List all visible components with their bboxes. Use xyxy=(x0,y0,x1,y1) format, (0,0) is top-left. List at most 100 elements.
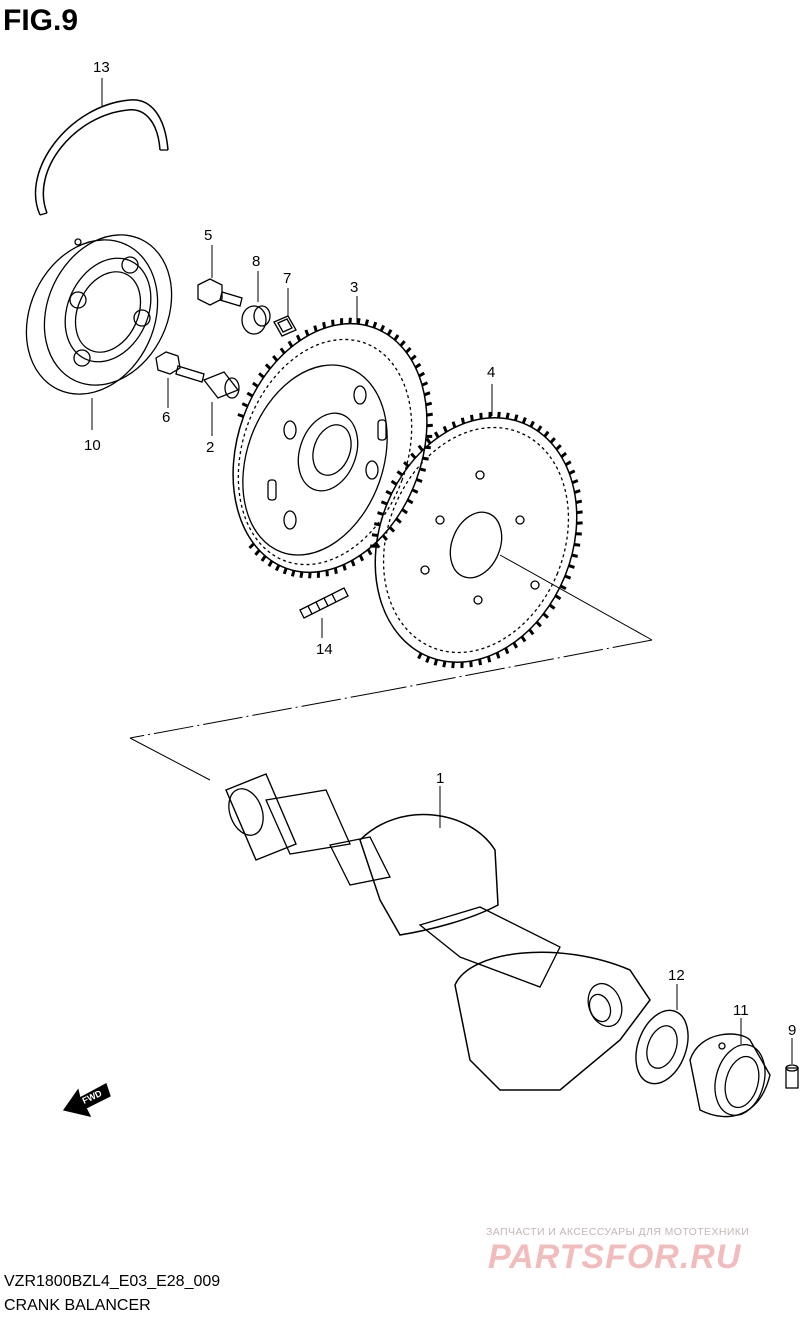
gear-tooth xyxy=(472,415,473,421)
gear-tooth xyxy=(506,648,508,654)
part-13-snap-ring xyxy=(36,78,168,215)
callout-4: 4 xyxy=(487,364,495,381)
gear-tooth xyxy=(381,326,384,331)
gear-tooth xyxy=(419,446,423,451)
gear-tooth xyxy=(426,403,432,405)
callout-1: 1 xyxy=(436,770,444,787)
gear-tooth xyxy=(301,572,302,578)
gear-tooth xyxy=(488,656,489,662)
gear-tooth xyxy=(462,418,463,424)
callout-6: 6 xyxy=(162,409,170,426)
gear-tooth xyxy=(435,660,437,666)
gear-tooth xyxy=(324,322,325,328)
part-8-collar xyxy=(242,271,270,334)
gear-tooth xyxy=(537,622,541,626)
gear-tooth xyxy=(247,393,252,396)
part-11-needle-bearing xyxy=(690,1018,772,1121)
gear-tooth xyxy=(381,502,387,504)
part-10-bearing xyxy=(2,214,195,430)
gear-tooth xyxy=(358,318,359,324)
gear-tooth xyxy=(412,490,417,493)
gear-tooth xyxy=(453,422,455,428)
gear-tooth xyxy=(497,653,499,659)
gear-tooth xyxy=(374,524,380,525)
model-code: VZR1800BZL4_E03_E28_009 xyxy=(4,1273,221,1290)
gear-tooth xyxy=(556,445,560,449)
gear-tooth xyxy=(576,501,582,502)
gear-tooth xyxy=(531,421,534,426)
gear-tooth xyxy=(238,415,244,417)
callout-7: 7 xyxy=(283,270,291,287)
gear-tooth xyxy=(427,439,430,444)
gear-tooth xyxy=(378,513,384,515)
part-3-gear xyxy=(200,296,460,600)
gear-tooth xyxy=(386,491,391,494)
part-1-balancer-shaft xyxy=(130,690,650,1090)
gear-tooth xyxy=(292,571,294,577)
gear-tooth xyxy=(350,318,351,324)
watermark-tagline: ЗАПЧАСТИ И АКСЕССУАРЫ ДЛЯ МОТОТЕХНИКИ xyxy=(486,1226,750,1238)
gear-tooth xyxy=(250,544,254,548)
gear-tooth xyxy=(360,555,363,560)
gear-tooth xyxy=(480,659,481,665)
gear-tooth xyxy=(453,662,454,668)
figure-caption: CRANK BALANCER xyxy=(4,1297,151,1314)
callout-11: 11 xyxy=(733,1002,749,1019)
gear-tooth xyxy=(255,550,259,555)
gear-tooth xyxy=(577,512,583,513)
gear-tooth xyxy=(402,510,407,514)
gear-tooth xyxy=(572,555,578,556)
gear-tooth xyxy=(507,413,508,419)
part-9-dowel-pin xyxy=(786,1038,798,1088)
gear-tooth xyxy=(566,462,571,465)
callout-8: 8 xyxy=(252,253,260,270)
gear-tooth xyxy=(404,462,409,466)
part-7-washer xyxy=(274,288,296,336)
gear-tooth xyxy=(551,438,555,442)
gear-tooth xyxy=(262,556,265,561)
callout-9: 9 xyxy=(788,1022,796,1039)
gear-tooth xyxy=(417,480,423,482)
gear-tooth xyxy=(259,373,264,377)
gear-tooth xyxy=(395,335,398,340)
gear-tooth xyxy=(424,393,430,395)
gear-tooth xyxy=(545,432,549,437)
gear-tooth xyxy=(444,661,445,667)
callout-13: 13 xyxy=(93,59,110,76)
callout-12: 12 xyxy=(668,967,685,984)
callout-3: 3 xyxy=(350,279,358,296)
gear-tooth xyxy=(419,373,424,376)
callout-10: 10 xyxy=(84,437,101,454)
gear-tooth xyxy=(406,348,410,352)
gear-tooth xyxy=(344,565,346,571)
gear-tooth xyxy=(415,364,420,367)
gear-tooth xyxy=(561,586,566,589)
gear-tooth xyxy=(569,471,574,474)
watermark-logo: PARTSFOR.RU xyxy=(488,1238,742,1276)
gear-tooth xyxy=(444,426,446,432)
gear-tooth xyxy=(352,560,354,566)
gear-tooth xyxy=(273,356,277,361)
gear-tooth xyxy=(289,341,292,346)
part-12-washer xyxy=(626,984,697,1091)
gear-tooth xyxy=(335,568,336,574)
gear-tooth xyxy=(390,527,394,531)
gear-tooth xyxy=(388,330,391,335)
gear-teeth xyxy=(238,318,433,579)
callout-2: 2 xyxy=(206,439,214,456)
gear-tooth xyxy=(550,605,555,609)
gear-teeth xyxy=(370,412,582,668)
gear-tooth xyxy=(427,657,429,663)
fwd-arrow-icon: FWD xyxy=(64,1084,110,1116)
gear-tooth xyxy=(266,364,270,368)
part-6-bolt xyxy=(156,352,204,408)
gear-tooth xyxy=(297,335,300,340)
callout-14: 14 xyxy=(316,641,333,658)
gear-tooth xyxy=(315,326,317,332)
gear-tooth xyxy=(572,481,578,483)
gear-tooth xyxy=(499,412,500,418)
gear-tooth xyxy=(411,356,416,360)
gear-tooth xyxy=(515,415,517,421)
gear-tooth xyxy=(276,565,279,570)
